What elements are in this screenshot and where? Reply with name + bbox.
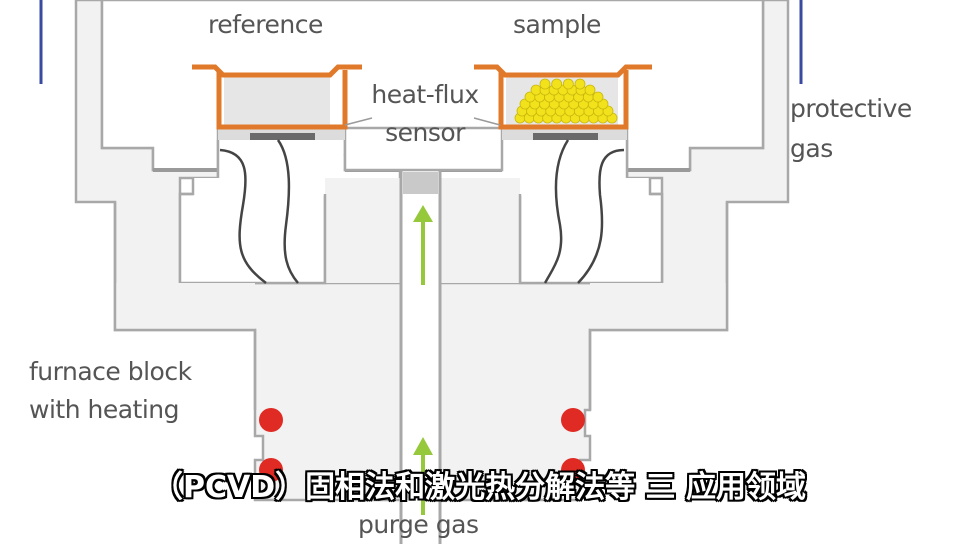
sensor-platform <box>343 126 504 172</box>
sample-pan <box>474 64 652 130</box>
step-shadow-left <box>153 168 218 172</box>
reference-pan <box>192 64 362 130</box>
lower-chamber-left <box>178 192 327 285</box>
label-sensor: sensor <box>385 118 465 147</box>
sample-bead <box>562 78 574 90</box>
label-purge-gas: purge gas <box>358 510 479 539</box>
sample-bead <box>530 84 542 96</box>
video-subtitle: （PCVD）固相法和激光热分解法等 三 应用领域 <box>152 470 806 505</box>
purge-filter <box>403 172 438 194</box>
heater-right-lower <box>561 458 585 482</box>
sample-sensor-pointer <box>473 117 501 126</box>
sample-bead <box>584 84 596 96</box>
ref-wire-1 <box>219 148 267 284</box>
label-sample: sample <box>513 10 601 39</box>
sample-bead <box>551 78 563 90</box>
label-protective: protective <box>790 94 912 123</box>
heater-left-upper <box>259 408 283 432</box>
heater-left-lower <box>259 458 283 482</box>
sample-wire-2 <box>577 148 625 284</box>
sample-beads <box>514 78 618 124</box>
sample-bead <box>574 78 586 90</box>
label-heat-flux: heat-flux <box>371 80 479 109</box>
label-with-heating: with heating <box>29 395 180 424</box>
purge-arrow-lower <box>413 437 433 515</box>
heater-right-upper <box>561 408 585 432</box>
sample-opening <box>502 140 627 196</box>
purge-arrow-upper <box>413 205 433 285</box>
sample-wire-1 <box>543 139 570 284</box>
chamber-neck-left <box>193 178 218 196</box>
label-gas: gas <box>790 134 833 163</box>
sample-bead <box>592 91 604 103</box>
label-reference: reference <box>208 10 323 39</box>
purge-tube <box>401 170 440 544</box>
ref-sensor-pointer <box>344 117 373 126</box>
label-furnace-block: furnace block <box>29 357 192 386</box>
sample-bead <box>539 78 551 90</box>
sample-thermocouple-plate <box>533 133 598 140</box>
ref-thermocouple-plate <box>250 133 315 140</box>
ref-opening <box>218 140 325 196</box>
step-shadow-right <box>627 168 690 172</box>
ref-wire-2 <box>276 139 299 284</box>
lower-chamber-right <box>518 192 664 285</box>
